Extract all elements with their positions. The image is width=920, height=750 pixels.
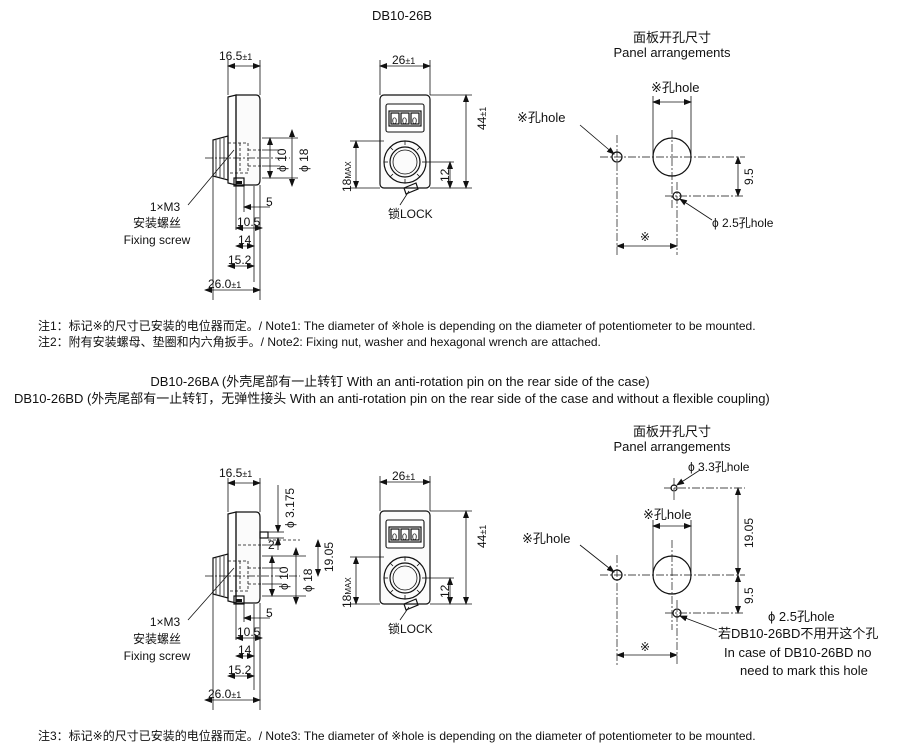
note-3: 注3：标记※的尺寸已安装的电位器而定。/ Note3: The diameter… <box>38 729 756 743</box>
top-dim-18max: 18MAX <box>340 161 354 192</box>
top-side-view <box>187 60 298 300</box>
bottom-dim-15-2: 15.2 <box>228 663 252 677</box>
bottom-dim-18max: 18MAX <box>340 577 354 608</box>
bottom-dim-9-5: 9.5 <box>742 587 756 604</box>
top-dim-44: 44±1 <box>475 106 489 130</box>
top-panel-title-cn: 面板开孔尺寸 <box>632 30 711 45</box>
bottom-dim-19-05-side: 19.05 <box>322 541 336 572</box>
top-screw-label-3: Fixing screw <box>123 233 191 247</box>
bottom-screw-label-3: Fixing screw <box>123 649 191 663</box>
top-hole-star-left: ※孔hole <box>517 110 566 125</box>
top-dim-26-0: 26.0±1 <box>208 277 242 291</box>
bottom-dim-44: 44±1 <box>475 524 489 548</box>
bottom-panel-arrangement <box>579 469 745 665</box>
top-dim-5: 5 <box>266 195 273 209</box>
top-dim-15-2: 15.2 <box>228 253 252 267</box>
top-title: DB10-26B <box>372 8 432 23</box>
bottom-counter-digit-3: 0 <box>412 532 418 542</box>
top-screw-label-2: 安装螺丝 <box>132 216 181 230</box>
top-dim-9-5: 9.5 <box>742 168 756 185</box>
top-lock-label: 锁LOCK <box>388 207 433 221</box>
knob-knurl <box>384 557 426 599</box>
top-hole-2-5: ϕ 2.5孔hole <box>712 216 774 230</box>
bottom-dim-phi18: ϕ 18 <box>301 568 315 592</box>
bottom-dim-12: 12 <box>438 584 452 598</box>
bottom-dim-2: 2 <box>268 538 275 552</box>
bottom-dim-14: 14 <box>238 643 252 657</box>
bottom-panel-title-en: Panel arrangements <box>613 439 731 454</box>
bottom-dim-phi3-175: ϕ 3.175 <box>283 487 297 528</box>
bottom-star-dim: ※ <box>640 640 651 654</box>
knob-knurl <box>384 141 426 183</box>
bottom-bd-note-en-1: In case of DB10-26BD no <box>724 645 872 660</box>
top-dim-16-5: 16.5±1 <box>219 49 253 63</box>
top-dim-10-5: 10.5 <box>237 215 261 229</box>
bottom-side-view <box>187 478 321 710</box>
bottom-hole-2-5: ϕ 2.5孔hole <box>768 609 835 624</box>
top-counter-digit-3: 0 <box>412 116 418 126</box>
bottom-dim-10-5: 10.5 <box>237 625 261 639</box>
top-star-dim: ※ <box>640 230 651 244</box>
bottom-counter-digit-2: 0 <box>402 532 408 542</box>
bottom-front-view <box>350 476 472 621</box>
note-1: 注1：标记※的尺寸已安装的电位器而定。/ Note1: The diameter… <box>38 319 756 333</box>
bottom-title-2: DB10-26BD (外壳尾部有一止转钉，无弹性接头 With an anti-… <box>14 391 770 406</box>
bottom-bd-note-cn: 若DB10-26BD不用开这个孔 <box>718 626 879 641</box>
note-2: 注2：附有安装螺母、垫圈和内六角扳手。/ Note2: Fixing nut, … <box>38 335 601 349</box>
top-counter-digit-1: 0 <box>392 116 398 126</box>
top-dim-phi10: ϕ 10 <box>275 148 289 172</box>
bottom-screw-label-2: 安装螺丝 <box>132 632 181 646</box>
top-dim-14: 14 <box>238 233 252 247</box>
bottom-hole-star-top: ※孔hole <box>643 507 692 522</box>
bottom-dim-19-05-panel: 19.05 <box>742 517 756 548</box>
bottom-lock-label: 锁LOCK <box>388 622 433 636</box>
top-panel-title-en: Panel arrangements <box>613 45 731 60</box>
top-dim-26: 26±1 <box>392 53 416 67</box>
bottom-dim-5: 5 <box>266 606 273 620</box>
top-screw-label-1: 1×M3 <box>149 200 181 214</box>
bottom-hole-star-left: ※孔hole <box>522 531 571 546</box>
top-panel-arrangement <box>579 96 745 255</box>
bottom-dim-26-0: 26.0±1 <box>208 687 242 701</box>
top-front-view <box>350 60 472 206</box>
top-dim-phi18: ϕ 18 <box>297 148 311 172</box>
bottom-panel-title-cn: 面板开孔尺寸 <box>632 424 711 439</box>
bottom-dim-phi10: ϕ 10 <box>277 566 291 590</box>
top-hole-star-top: ※孔hole <box>651 80 700 95</box>
bottom-counter-digit-1: 0 <box>392 532 398 542</box>
bottom-screw-label-1: 1×M3 <box>149 615 181 629</box>
bottom-hole-3-3: ϕ 3.3孔hole <box>688 460 750 474</box>
bottom-title-1: DB10-26BA (外壳尾部有一止转钉 With an anti-rotati… <box>150 374 650 389</box>
bottom-dim-26: 26±1 <box>392 469 416 483</box>
top-counter-digit-2: 0 <box>402 116 408 126</box>
top-dim-12: 12 <box>438 168 452 182</box>
bottom-dim-16-5: 16.5±1 <box>219 466 253 480</box>
bottom-bd-note-en-2: need to mark this hole <box>740 663 868 678</box>
